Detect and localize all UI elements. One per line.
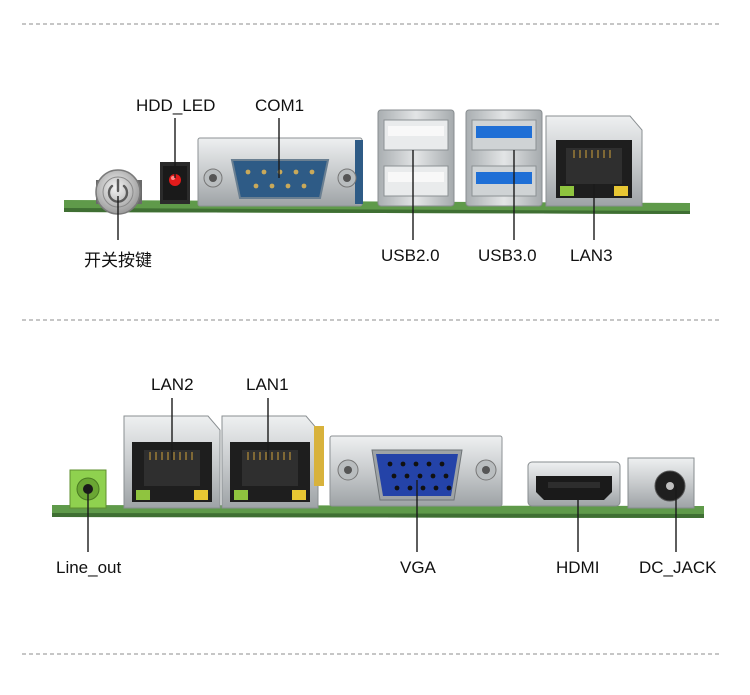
- bottom-board: [52, 415, 704, 518]
- lan3-port: [545, 115, 643, 207]
- label-usb30: USB3.0: [478, 246, 537, 265]
- label-lan3: LAN3: [570, 246, 613, 265]
- lan1-port: [221, 415, 324, 509]
- usb30-port: [465, 109, 543, 207]
- lan2-port: [123, 415, 221, 509]
- label-hdd-led: HDD_LED: [136, 96, 216, 115]
- usb20-port: [377, 109, 455, 207]
- label-dc-jack: DC_JACK: [639, 558, 717, 577]
- label-lan1: LAN1: [246, 375, 289, 394]
- power-button: [95, 169, 142, 215]
- com1-port: [197, 137, 363, 207]
- hdd-led: [160, 162, 190, 204]
- vga-port: [329, 435, 503, 507]
- label-lan2: LAN2: [151, 375, 194, 394]
- dc-jack: [627, 457, 695, 509]
- label-com1: COM1: [255, 96, 305, 115]
- hdmi-port: [527, 461, 621, 507]
- label-line-out: Line_out: [56, 558, 122, 577]
- label-power-switch: 开关按键: [84, 251, 152, 270]
- bottom-callouts: [87, 398, 677, 552]
- label-vga: VGA: [400, 558, 436, 577]
- top-callouts: [117, 118, 595, 240]
- label-usb20: USB2.0: [381, 246, 440, 265]
- label-hdmi: HDMI: [556, 558, 600, 577]
- top-board: [64, 109, 690, 215]
